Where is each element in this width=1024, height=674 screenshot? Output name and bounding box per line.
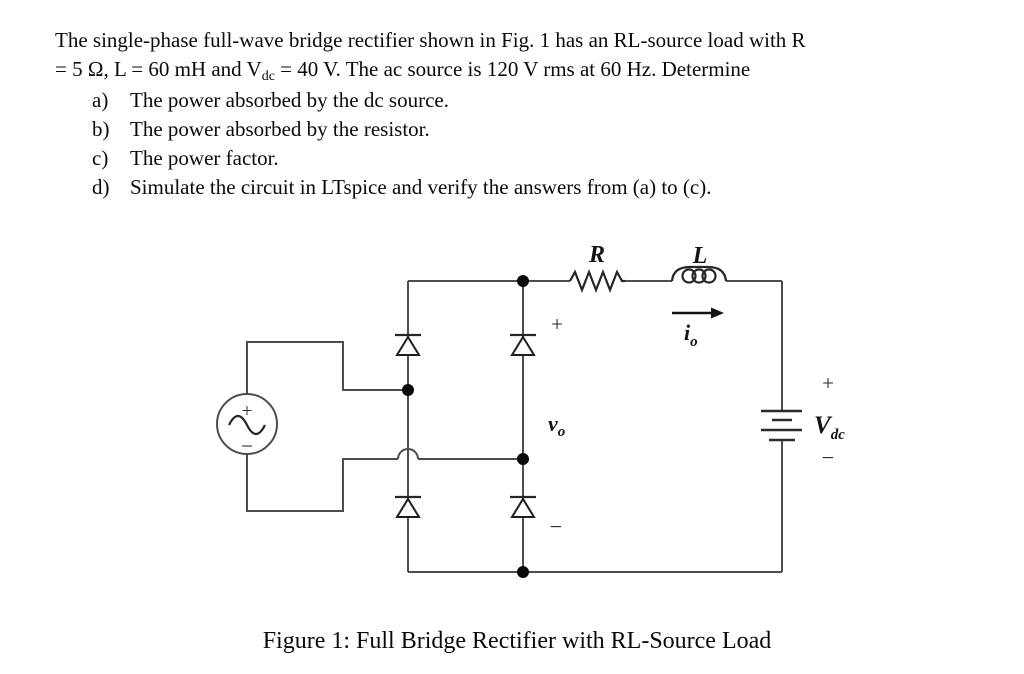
inductor-icon (670, 265, 728, 284)
list-item: a) The power absorbed by the dc source. (55, 86, 990, 115)
dc-minus-sign: − (822, 445, 834, 470)
list-item-text: The power factor. (130, 146, 279, 170)
output-plus-sign: + (551, 312, 563, 336)
output-voltage-main: v (548, 411, 558, 436)
battery-icon (761, 409, 802, 442)
diode-icon-upper-right (510, 333, 536, 356)
problem-line-1: The single-phase full-wave bridge rectif… (55, 28, 806, 52)
junction-dot (517, 453, 529, 465)
output-minus-sign: − (550, 514, 562, 539)
current-label: io (684, 320, 698, 350)
list-item-text: The power absorbed by the dc source. (130, 88, 449, 112)
problem-line-2-subscript: dc (261, 68, 275, 84)
list-item-marker: a) (92, 88, 109, 112)
diode-icon-lower-right (510, 495, 536, 518)
dc-voltage-sub: dc (831, 427, 846, 443)
list-item-marker: c) (92, 146, 109, 170)
problem-line-2-post: = 40 V. The ac source is 120 V rms at 60… (274, 56, 751, 81)
figure-caption: Figure 1: Full Bridge Rectifier with RL-… (262, 628, 772, 654)
source-plus-sign: + (242, 401, 253, 422)
list-item: d) Simulate the circuit in LTspice and v… (55, 173, 990, 202)
output-voltage-sub: o (558, 424, 566, 440)
inductor-label: L (692, 243, 708, 269)
list-item-text: Simulate the circuit in LTspice and veri… (130, 175, 712, 199)
list-item: c) The power factor. (55, 144, 990, 173)
resistor-icon (569, 268, 625, 294)
output-voltage-label: vo (548, 411, 565, 440)
current-arrow-icon (672, 307, 724, 319)
junction-dot (517, 566, 529, 578)
resistor-label: R (588, 242, 605, 268)
current-label-main: i (684, 320, 691, 345)
list-item-marker: b) (92, 117, 110, 141)
problem-statement: The single-phase full-wave bridge rectif… (55, 26, 990, 202)
wire-source-bottom (246, 454, 398, 512)
list-item-marker: d) (92, 175, 110, 199)
junction-dot (517, 275, 529, 287)
wire-source-top (246, 341, 408, 394)
dc-voltage-label: Vdc (814, 412, 845, 443)
problem-item-list: a) The power absorbed by the dc source. … (55, 86, 990, 202)
dc-voltage-main: V (814, 412, 833, 439)
ac-source-icon: + − (216, 393, 278, 458)
source-minus-sign: − (241, 434, 253, 458)
diode-icon-lower-left (395, 495, 421, 518)
dc-plus-sign: + (822, 371, 834, 395)
current-label-sub: o (690, 334, 698, 350)
diode-icon-upper-left (395, 333, 421, 356)
list-item-text: The power absorbed by the resistor. (130, 117, 430, 141)
problem-line-2: = 5 Ω, L = 60 mH and Vdc = 40 V. The ac … (55, 55, 990, 84)
problem-line-2-pre: = 5 Ω, L = 60 mH and V (55, 56, 262, 81)
junction-dot (402, 384, 414, 396)
list-item: b) The power absorbed by the resistor. (55, 115, 990, 144)
